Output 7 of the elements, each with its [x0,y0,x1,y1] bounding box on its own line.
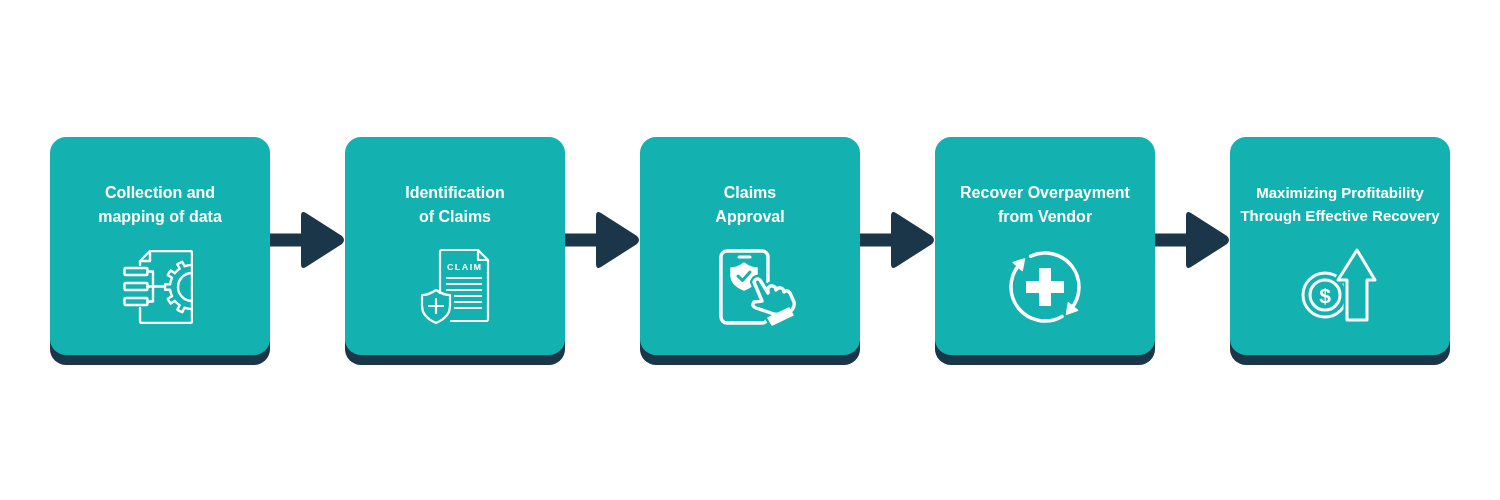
step-title: Claims Approval [714,183,786,227]
step-title: Recover Overpayment from Vendor [959,183,1131,227]
step-title: Maximizing Profitability Through Effective Recovery [1239,182,1441,226]
document-heading: CLAIM [445,262,483,272]
step-title: Collection and mapping of data [97,183,223,227]
currency-symbol: $ [1319,284,1331,306]
step-title: Identification of Claims [404,183,506,227]
